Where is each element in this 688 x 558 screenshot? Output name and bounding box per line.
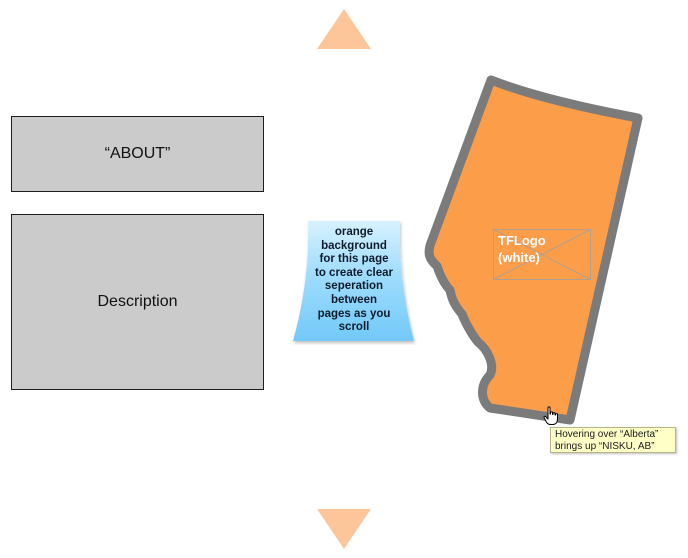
- logo-placeholder-text: TFLogo (white): [498, 233, 546, 265]
- sticky-note: orange background for this page to creat…: [290, 220, 418, 345]
- image-placeholder-icon: [493, 229, 591, 280]
- logo-placeholder: TFLogo (white): [493, 229, 591, 280]
- hand-pointer-icon: [543, 406, 558, 425]
- sticky-note-shape: [293, 221, 414, 341]
- description-box: Description: [11, 214, 264, 390]
- scroll-down-arrow-icon[interactable]: [317, 509, 371, 549]
- hover-tooltip: Hovering over “Alberta” brings up “NISKU…: [550, 427, 676, 453]
- sticky-note-text: orange background for this page to creat…: [315, 226, 393, 334]
- about-box: “ABOUT”: [11, 116, 264, 192]
- scroll-up-arrow-icon[interactable]: [317, 9, 371, 49]
- description-label: Description: [97, 293, 178, 310]
- about-label: “ABOUT”: [104, 145, 171, 162]
